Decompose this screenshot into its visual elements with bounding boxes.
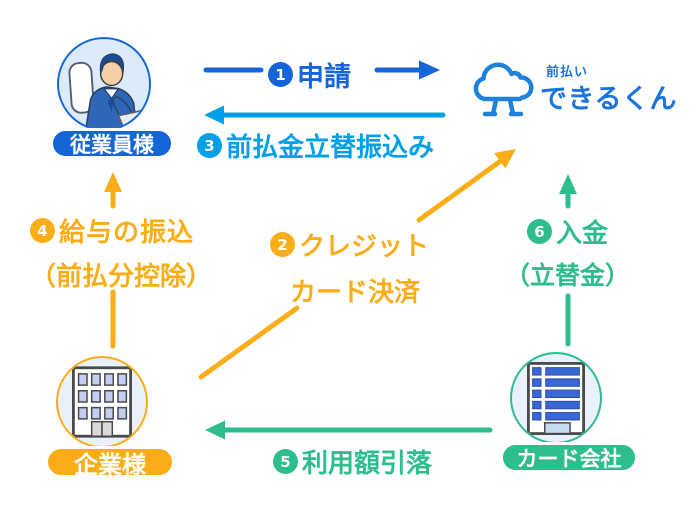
arrow-usage-debit	[205, 420, 493, 440]
flow-label-application: 1 申請	[268, 55, 351, 94]
step-badge-5: 5	[273, 449, 298, 474]
card-company-node	[510, 352, 602, 444]
flow-label-advance-transfer: 3 前払金立替振込み	[197, 127, 434, 164]
arrow-advance-transfer	[204, 105, 446, 125]
service-brand-large: できるくん	[540, 84, 677, 115]
step-badge-6: 6	[527, 219, 552, 244]
flow-text-application: 申請	[297, 62, 351, 93]
flow-text-salary-payment-1: 給与の振込	[59, 218, 195, 248]
card-company-building-icon	[527, 361, 585, 435]
cloud-mascot-icon	[473, 62, 534, 117]
office-building-icon	[72, 366, 132, 438]
flow-text-deposit-2: （立替金）	[505, 261, 631, 290]
arrow-deposit	[559, 174, 577, 347]
flow-text-advance-transfer: 前払金立替振込み	[226, 133, 435, 163]
step-badge-2: 2	[270, 232, 295, 257]
arrow-salary-payment	[104, 172, 122, 349]
flow-text-deposit-1: 入金	[556, 219, 609, 249]
employee-label: 従業員様	[70, 132, 154, 157]
flow-label-deposit: 6 入金 （立替金）	[505, 213, 630, 292]
company-node	[56, 356, 148, 448]
flow-label-usage-debit: 5 利用額引落	[273, 443, 432, 480]
flow-label-credit-card-payment: 2 クレジット カード決済	[270, 226, 429, 309]
card-company-label-pill: カード会社	[500, 442, 638, 473]
step-badge-1: 1	[268, 62, 293, 87]
service-brand-small: 前払い	[546, 65, 589, 80]
step-badge-3: 3	[197, 133, 222, 158]
flow-text-credit-card-payment-2: カード決済	[290, 278, 421, 308]
step-badge-4: 4	[30, 218, 55, 243]
flow-text-salary-payment-2: （前払分控除）	[30, 262, 213, 292]
company-label: 企業様	[74, 450, 146, 479]
arrow-application	[203, 60, 440, 80]
company-label-pill: 企業様	[45, 446, 175, 479]
card-company-label: カード会社	[516, 446, 622, 471]
flow-label-salary-payment: 4 給与の振込 （前払分控除）	[30, 212, 212, 293]
flow-text-usage-debit: 利用額引落	[302, 449, 433, 479]
arrow-credit-card-payment	[198, 149, 516, 380]
employee-avatar	[57, 37, 151, 131]
office-worker-icon	[68, 53, 149, 129]
flow-text-credit-card-payment-1: クレジット	[299, 232, 430, 262]
employee-label-pill: 従業員様	[50, 128, 174, 159]
